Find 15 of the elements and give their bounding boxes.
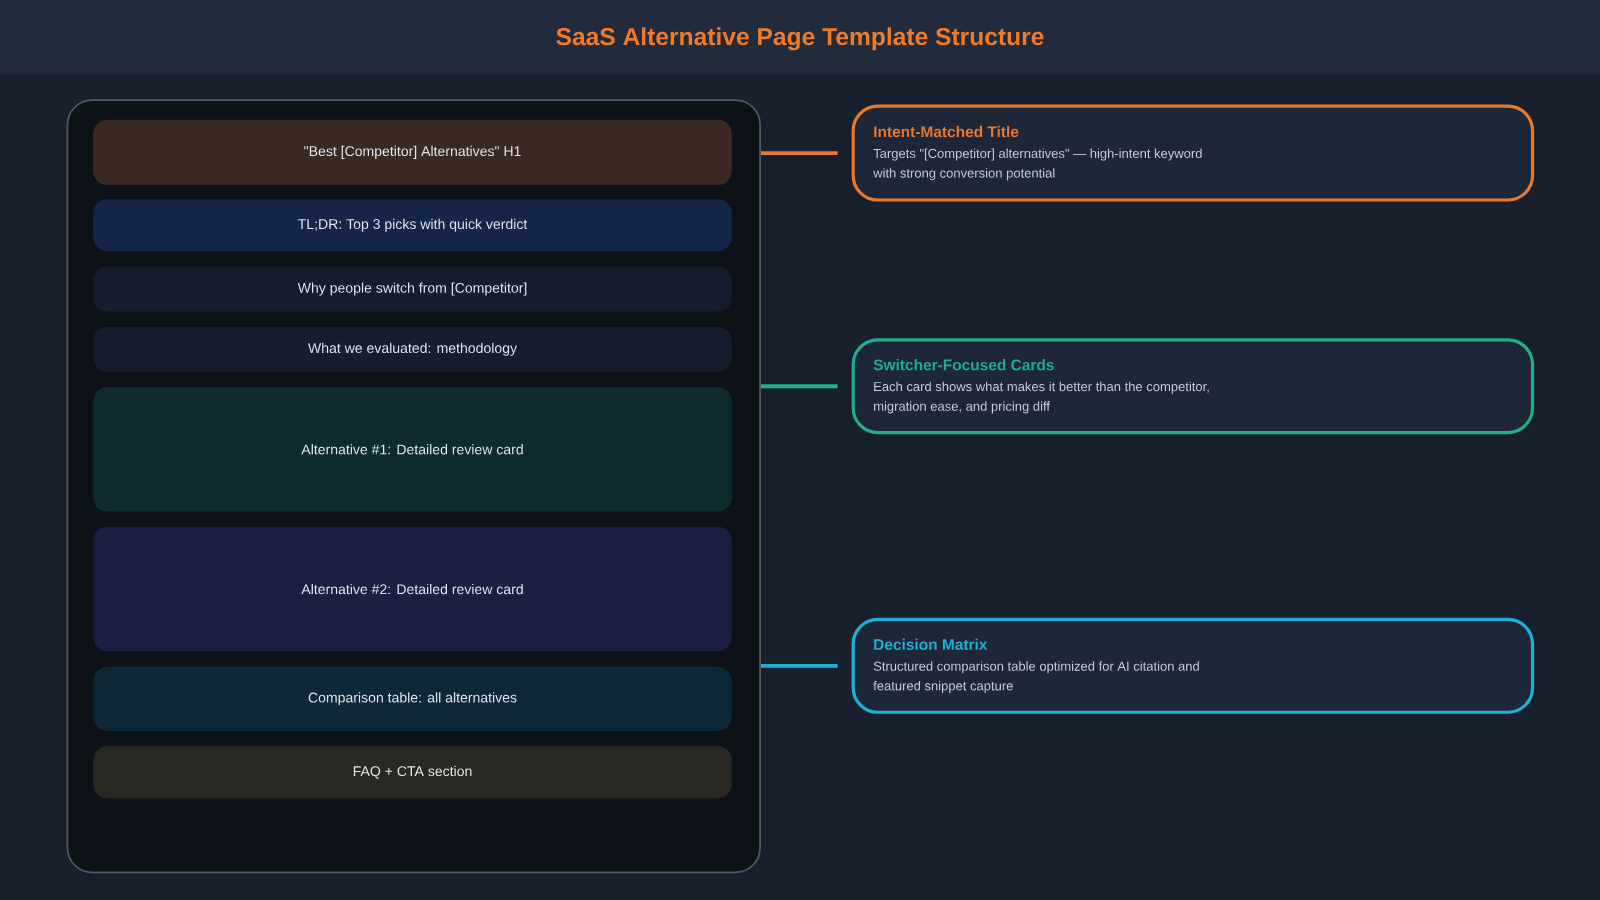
connector-line xyxy=(760,151,838,155)
callout-card: Switcher-Focused Cards Each card shows what makes it better than the competitor, migration ease, and pricing diff xyxy=(851,338,1535,435)
callout-card: Intent-Matched Title Targets "[Competitor] alternatives" — high-intent keyword with strong conversion potential xyxy=(851,104,1535,202)
section-block: Alternative #1: Detailed review card xyxy=(93,387,732,512)
section-block: Alternative #2: Detailed review card xyxy=(93,526,732,652)
section-block: FAQ + CTA section xyxy=(93,746,732,799)
section-block: Why people switch from [Competitor] xyxy=(93,266,732,312)
section-block: Comparison table: all alternatives xyxy=(93,666,732,731)
section-block: What we evaluated: methodology xyxy=(93,326,732,372)
section-block: TL;DR: Top 3 picks with quick verdict xyxy=(93,199,732,252)
section-block: "Best [Competitor] Alternatives" H1 xyxy=(93,119,732,185)
connector-line xyxy=(760,384,838,389)
connector-line xyxy=(760,663,838,668)
callout-card: Decision Matrix Structured comparison table optimized for AI citation and featured snippet capture xyxy=(851,617,1535,714)
title: SaaS Alternative Page Template Structure xyxy=(556,27,1044,51)
